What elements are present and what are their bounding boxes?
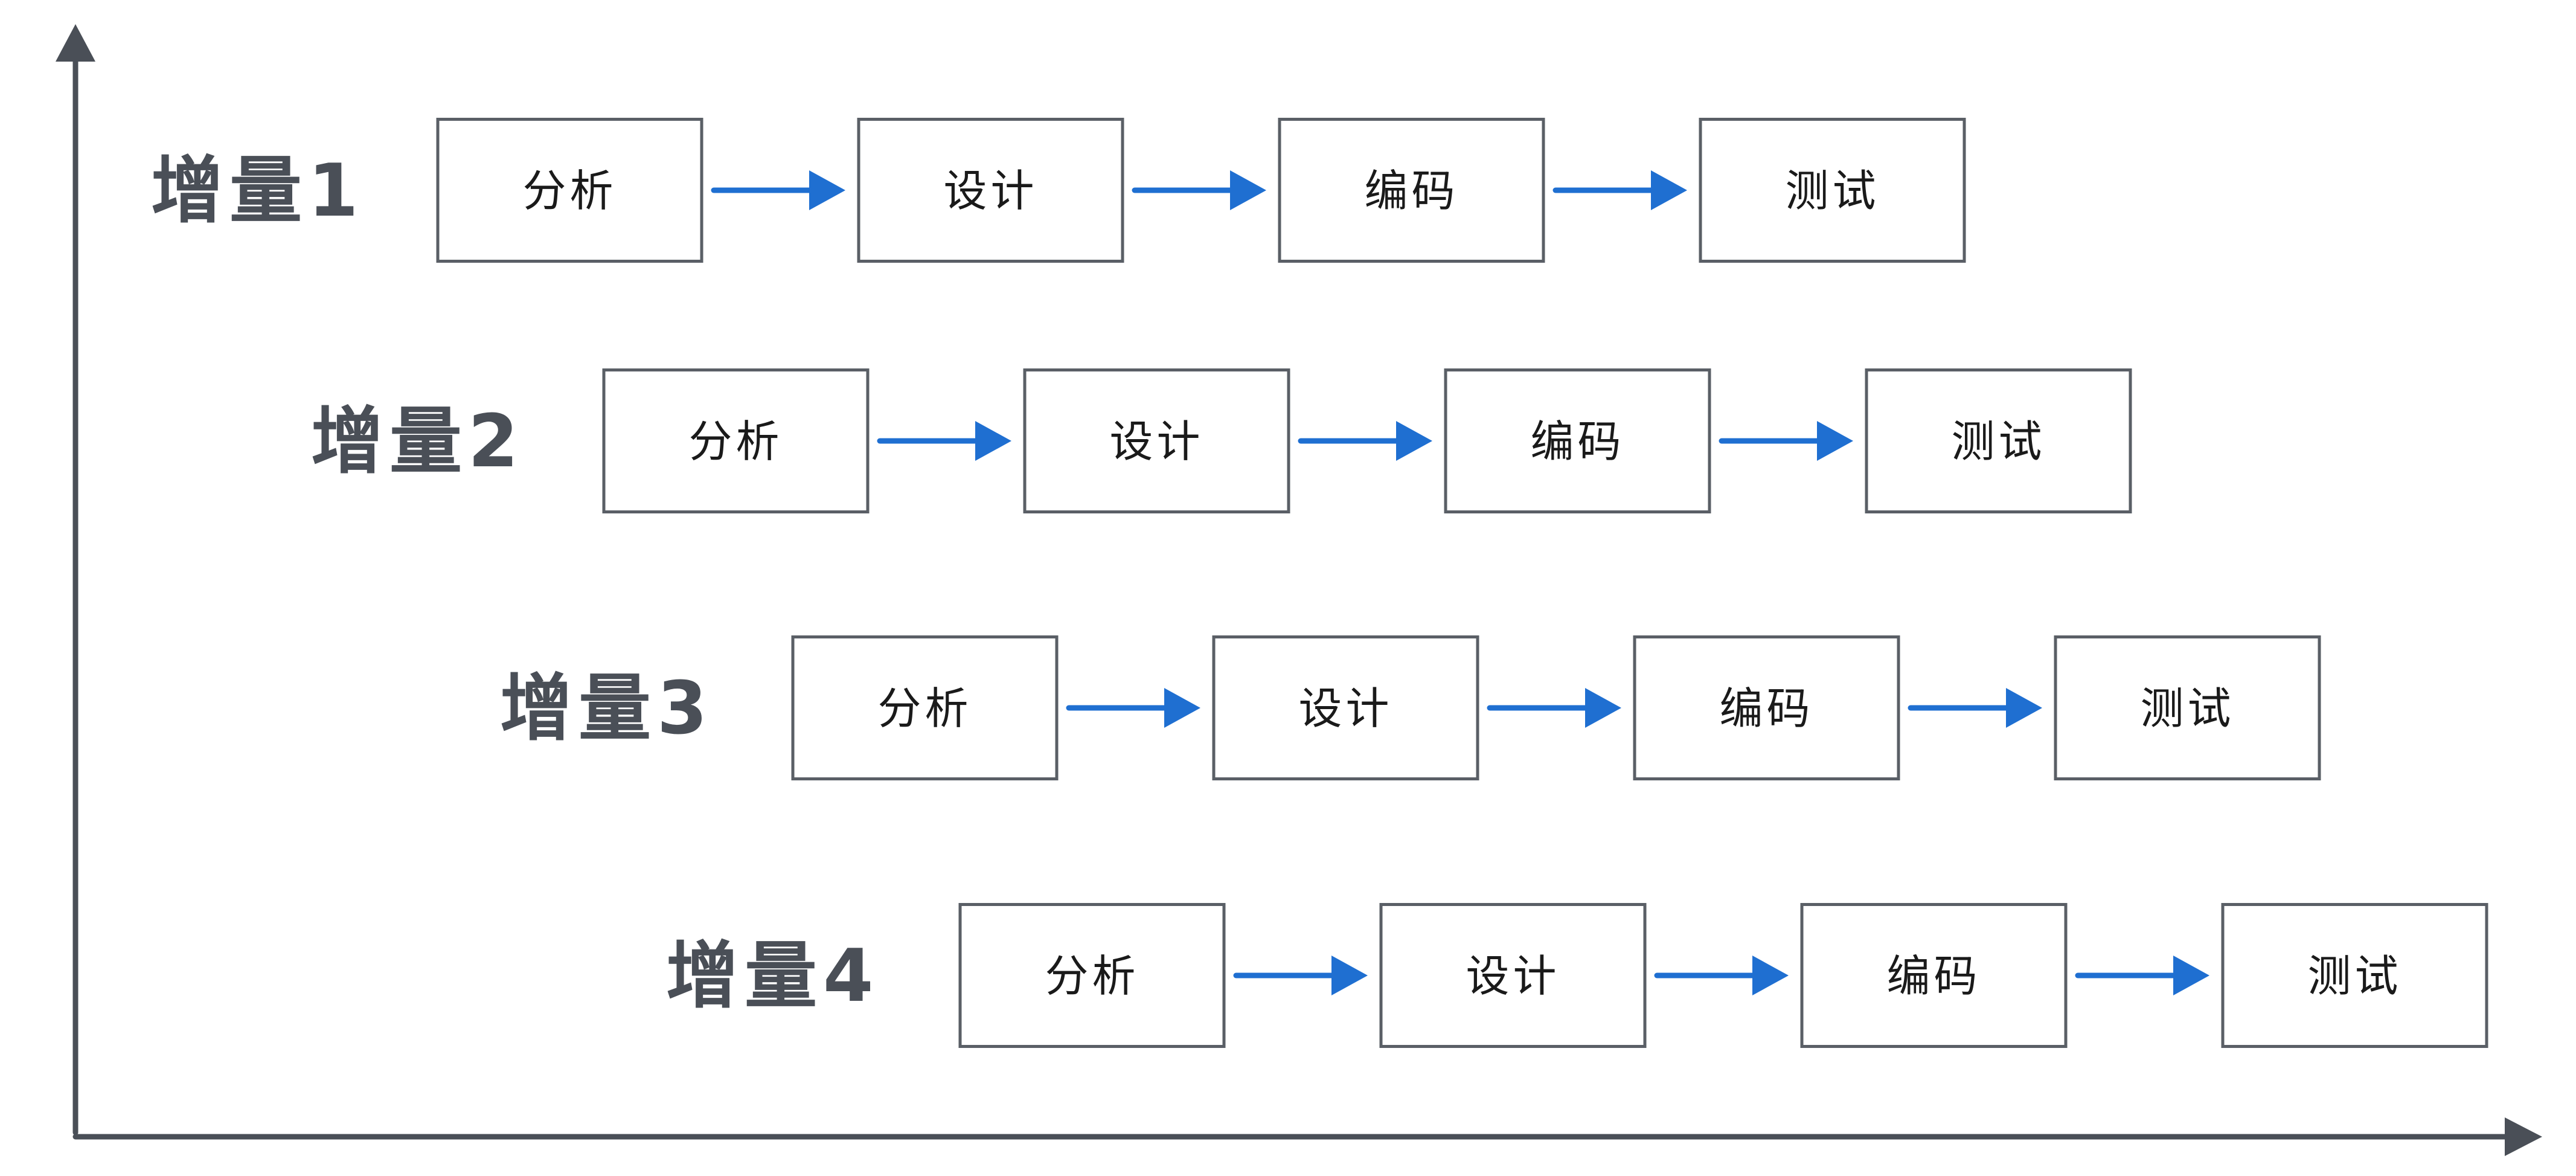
phase-box: 分析 [958,903,1226,1048]
phase-label: 测试 [1785,165,1879,216]
flow-arrow-head [1585,688,1621,728]
phase-label: 分析 [688,416,783,467]
phase-box-border [2221,903,2488,1048]
flow-arrow-head [2006,688,2042,728]
phase-box-border [857,118,1124,263]
phase-box: 测试 [1699,118,1966,263]
vertical-axis-arrowhead [56,24,95,62]
increment-label: 增量2 [311,400,525,484]
phase-label: 测试 [2140,683,2234,734]
phase-box: 编码 [1800,903,2068,1048]
flow-arrow-head [809,170,845,210]
phase-box: 设计 [1379,903,1647,1048]
phase-label: 设计 [1466,951,1560,1001]
flow-arrow-head [1331,956,1368,995]
phase-label: 编码 [1364,165,1458,216]
flow-arrow-head [1396,421,1432,461]
phase-box-border [2054,635,2321,780]
phase-label: 设计 [1298,683,1392,734]
increment-label: 增量3 [500,667,714,751]
phase-box: 分析 [791,635,1059,780]
phase-box-border [791,635,1059,780]
phase-label: 测试 [2307,951,2401,1001]
phase-label: 编码 [1886,951,1981,1001]
phase-box-border [1800,903,2068,1048]
flow-arrow-head [2173,956,2209,995]
increment-row-3: 增量3 分析 设计 编码 测试 [500,635,2321,780]
increment-row-4: 增量4 分析 设计 编码 测试 [666,903,2488,1048]
phase-label: 分析 [522,165,617,216]
phase-box-border [958,903,1226,1048]
flow-arrow-head [975,421,1011,461]
horizontal-axis-arrowhead [2505,1117,2542,1156]
phase-label: 设计 [943,165,1037,216]
phase-box-border [1444,368,1711,513]
increment-label: 增量1 [151,149,365,233]
phase-box-border [602,368,870,513]
phase-label: 测试 [1951,416,2045,467]
flow-arrow-head [1752,956,1789,995]
increment-row-2: 增量2 分析 设计 编码 测试 [311,368,2132,513]
phase-box-border [436,118,703,263]
phase-box: 分析 [436,118,703,263]
phase-box-border [1865,368,2132,513]
increment-row-1: 增量1 分析 设计 编码 测试 [151,118,1966,263]
phase-label: 编码 [1719,683,1813,734]
increment-label: 增量4 [666,934,880,1018]
phase-box: 设计 [1212,635,1479,780]
phase-box-border [1379,903,1647,1048]
phase-box-border [1633,635,1900,780]
phase-box: 编码 [1633,635,1900,780]
phase-box: 测试 [2054,635,2321,780]
phase-label: 分析 [877,683,972,734]
phase-label: 编码 [1530,416,1624,467]
phase-box-border [1699,118,1966,263]
phase-box-border [1278,118,1545,263]
flow-arrow-head [1817,421,1853,461]
phase-box-border [1212,635,1479,780]
phase-label: 分析 [1045,951,1139,1001]
flow-arrow-head [1164,688,1200,728]
flow-arrow-head [1230,170,1266,210]
phase-box: 编码 [1444,368,1711,513]
phase-label: 设计 [1109,416,1203,467]
phase-box: 设计 [1023,368,1290,513]
phase-box: 编码 [1278,118,1545,263]
phase-box: 测试 [1865,368,2132,513]
phase-box: 分析 [602,368,870,513]
phase-box: 设计 [857,118,1124,263]
flow-arrow-head [1651,170,1687,210]
phase-box-border [1023,368,1290,513]
phase-box: 测试 [2221,903,2488,1048]
